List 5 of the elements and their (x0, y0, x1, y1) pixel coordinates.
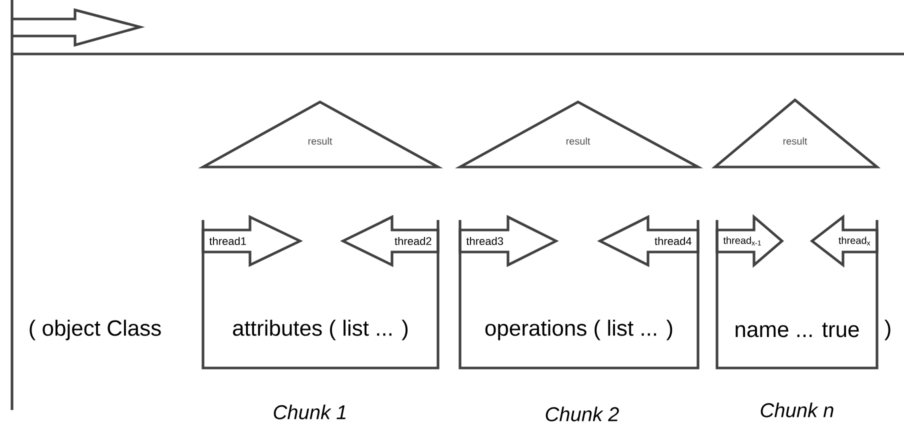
closing-paren: ) (884, 320, 890, 340)
chunk-label: Chunk n (760, 402, 834, 418)
row-label: ( object Class (30, 320, 161, 340)
chunk-label: Chunk 2 (546, 406, 619, 422)
chunk-label: Chunk 1 (274, 404, 346, 420)
